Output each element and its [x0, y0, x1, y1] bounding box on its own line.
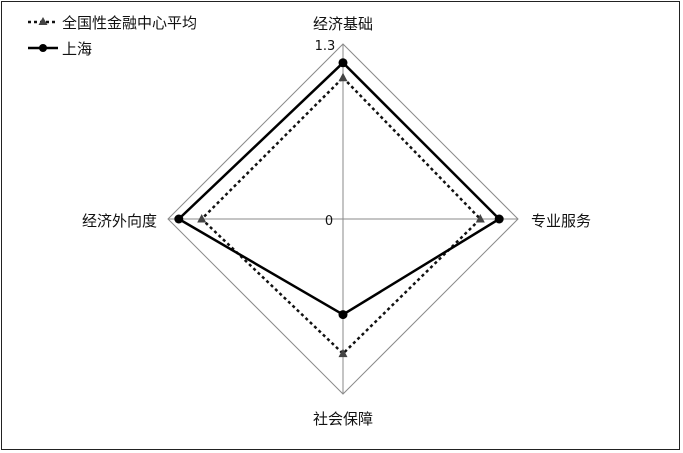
series-point-1 [338, 310, 348, 320]
series-point-0 [338, 348, 348, 358]
series-point-1 [174, 214, 184, 224]
tick-label-max: 1.3 [315, 39, 336, 54]
radar-labels: 经济基础 专业服务 社会保障 经济外向度 1.3 0 [82, 15, 591, 428]
series-point-0 [197, 214, 207, 223]
series-point-0 [338, 72, 348, 82]
tick-label-zero: 0 [325, 214, 333, 229]
radar-series [174, 58, 504, 358]
radar-grid [167, 43, 519, 395]
series-1 [174, 58, 504, 320]
legend-item-average: 全国性金融中心平均 [28, 14, 197, 32]
series-point-1 [338, 58, 348, 68]
axis-label-bottom: 社会保障 [313, 410, 373, 428]
axis-label-top: 经济基础 [313, 15, 373, 33]
series-point-0 [475, 214, 485, 223]
legend-item-shanghai: 上海 [28, 40, 92, 58]
legend-marker-shanghai [39, 44, 47, 52]
axis-label-right: 专业服务 [531, 212, 591, 230]
legend: 全国性金融中心平均 上海 [28, 14, 197, 58]
series-0 [197, 72, 485, 358]
series-point-1 [494, 214, 504, 224]
legend-label-shanghai: 上海 [62, 40, 92, 58]
axis-label-left: 经济外向度 [82, 212, 157, 230]
series-polygon-1 [176, 61, 502, 317]
legend-marker-average [38, 17, 48, 25]
legend-label-average: 全国性金融中心平均 [62, 14, 197, 32]
